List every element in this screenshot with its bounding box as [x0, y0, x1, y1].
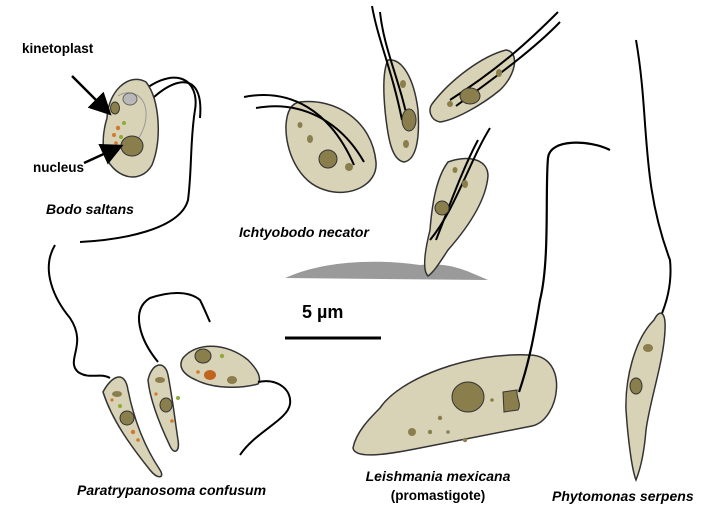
- bodo-kinetoplast: [110, 101, 120, 115]
- bodo-nucleus: [120, 135, 144, 157]
- paratrypanosoma-confusum-caption: Paratrypanosoma confusum: [77, 482, 267, 498]
- bodo-kinetoplast-body: [122, 92, 138, 106]
- kinetoplast-pointer-arrow: [71, 75, 112, 116]
- scale-bar-label: 5 µm: [302, 302, 344, 322]
- bodo-granule: [119, 135, 123, 139]
- paratrypanosoma-cell-3: [180, 345, 292, 456]
- bodo-granule: [115, 125, 121, 131]
- attachment-substrate: [285, 261, 488, 280]
- nucleus-pointer-arrow: [83, 144, 124, 165]
- leishmania-kinetoplast: [502, 389, 520, 413]
- bodo-recurrent-flagellum: [79, 76, 197, 243]
- ichtyobodo-cell-3: [429, 11, 561, 123]
- phytomonas-serpens-caption: Phytomonas serpens: [552, 488, 694, 504]
- ichtyobodo-cell-1: [243, 94, 377, 194]
- bodo-granule: [114, 141, 118, 145]
- leishmania-flagellum: [517, 141, 611, 393]
- paratrypanosoma-flagellum: [47, 244, 111, 379]
- paratrypanosoma-cell-2: [137, 292, 211, 452]
- leishmania-nucleus: [451, 381, 485, 413]
- phytomonas-cell: [625, 39, 672, 483]
- ichtyobodo-cell-2: [371, 5, 420, 163]
- ichtyobodo-nucleus: [318, 149, 338, 169]
- paratrypanosoma-cell-1: [102, 376, 163, 478]
- ichtyobodo-cell-4: [285, 127, 491, 280]
- ichtyobodo-necator-caption: Ichtyobodo necator: [239, 224, 369, 240]
- kinetoplast-label: kinetoplast: [22, 41, 94, 56]
- leishmania-cell: [352, 141, 611, 456]
- phytomonas-flagellum: [635, 39, 672, 319]
- bodo-granule: [112, 133, 116, 137]
- bodo-saltans-caption: Bodo saltans: [46, 201, 134, 217]
- leishmania-stage-caption: (promastigote): [390, 488, 486, 503]
- nucleus-label: nucleus: [33, 160, 85, 175]
- bodo-granule: [122, 121, 126, 125]
- leishmania-mexicana-caption: Leishmania mexicana: [365, 468, 511, 484]
